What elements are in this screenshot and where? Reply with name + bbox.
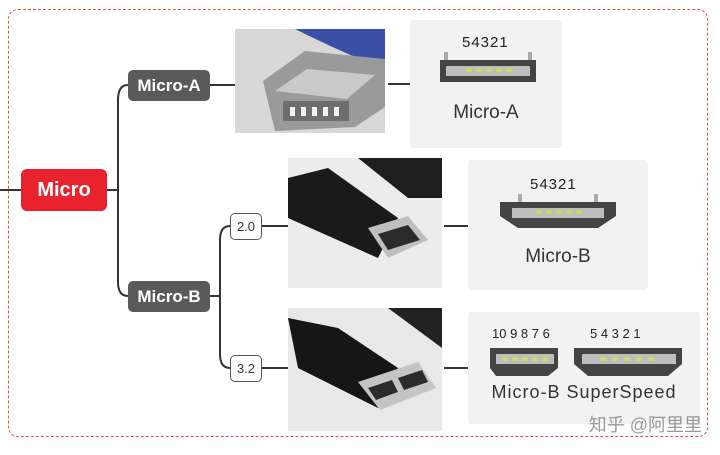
version-node-3-2: 3.2	[230, 355, 262, 382]
branch-label-micro-a: Micro-A	[137, 75, 201, 95]
card-label-micro-a: Micro-A	[453, 102, 519, 123]
photo-micro-b-2-0-cable	[288, 158, 442, 288]
pin-numbers-superspeed-left: 10 9 8 7 6	[492, 326, 550, 341]
branch-node-micro-a: Micro-A	[128, 70, 210, 101]
watermark: 知乎 @阿里里	[588, 415, 702, 435]
diagram-frame	[8, 9, 708, 437]
card-micro-b-superspeed-pinout: 10 9 8 7 6 5 4 3 2 1 Micro-B SuperSpeed	[468, 312, 700, 424]
micro-b-superspeed-port-icon	[490, 348, 682, 376]
pin-numbers-micro-b: 54321	[530, 176, 577, 193]
version-label-2-0: 2.0	[236, 219, 256, 234]
photo-micro-a-connector	[235, 29, 385, 133]
card-label-micro-b: Micro-B	[525, 246, 591, 267]
photo-micro-b-3-2-cable	[288, 308, 442, 431]
version-node-2-0: 2.0	[230, 213, 262, 240]
root-label: Micro	[37, 178, 91, 201]
root-node-micro: Micro	[21, 169, 107, 211]
branch-node-micro-b: Micro-B	[128, 281, 210, 312]
micro-b-port-icon	[500, 194, 616, 228]
card-micro-a-pinout: 54321 Micro-A	[410, 20, 562, 148]
pin-numbers-micro-a: 54321	[462, 34, 509, 51]
card-label-micro-b-superspeed: Micro-B SuperSpeed	[491, 382, 677, 402]
version-label-3-2: 3.2	[236, 361, 256, 376]
micro-a-port-icon	[440, 52, 536, 82]
pin-numbers-superspeed-right: 5 4 3 2 1	[590, 326, 641, 341]
card-micro-b-pinout: 54321 Micro-B	[468, 160, 648, 290]
branch-label-micro-b: Micro-B	[137, 286, 201, 306]
